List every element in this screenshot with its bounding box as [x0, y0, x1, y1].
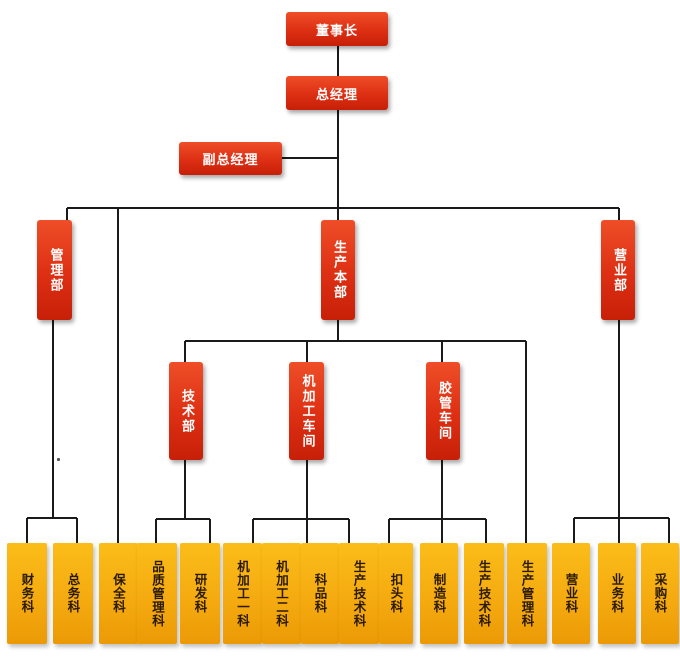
- business-section-box: 营业科: [552, 543, 590, 644]
- product-section-box: 科品科: [301, 543, 339, 644]
- fastener-section-box: 扣头科: [379, 543, 413, 644]
- general-affairs-section-box: 总务科: [53, 543, 93, 644]
- purchasing-section-box: 采购科: [641, 543, 679, 644]
- chairman-box: 董事长: [286, 12, 388, 46]
- rnd-section-box: 研发科: [180, 543, 220, 644]
- production-dept-box: 生产本部: [321, 220, 355, 320]
- prod-tech-section-2-box: 生产技术科: [464, 543, 504, 644]
- prod-management-section-box: 生产管理科: [507, 543, 547, 644]
- sales-dept-box: 营业部: [601, 220, 635, 320]
- manufacturing-section-box: 制造科: [420, 543, 458, 644]
- stray-dot: [57, 458, 60, 461]
- prod-tech-section-1-box: 生产技术科: [339, 543, 379, 644]
- general-manager-box: 总经理: [286, 76, 388, 110]
- rubber-workshop-box: 胶管车间: [426, 362, 460, 460]
- machining-1-section-box: 机加工一科: [223, 543, 262, 644]
- management-dept-box: 管理部: [37, 220, 72, 320]
- technology-dept-box: 技术部: [169, 362, 203, 460]
- deputy-general-manager-box: 副总经理: [179, 142, 282, 175]
- security-section-box: 保全科: [99, 543, 138, 644]
- machining-workshop-box: 机加工车间: [289, 362, 324, 460]
- machining-2-section-box: 机加工二科: [262, 543, 301, 644]
- quality-section-box: 品质管理科: [137, 543, 177, 644]
- finance-section-box: 财务科: [7, 543, 47, 644]
- operations-section-box: 业务科: [598, 543, 636, 644]
